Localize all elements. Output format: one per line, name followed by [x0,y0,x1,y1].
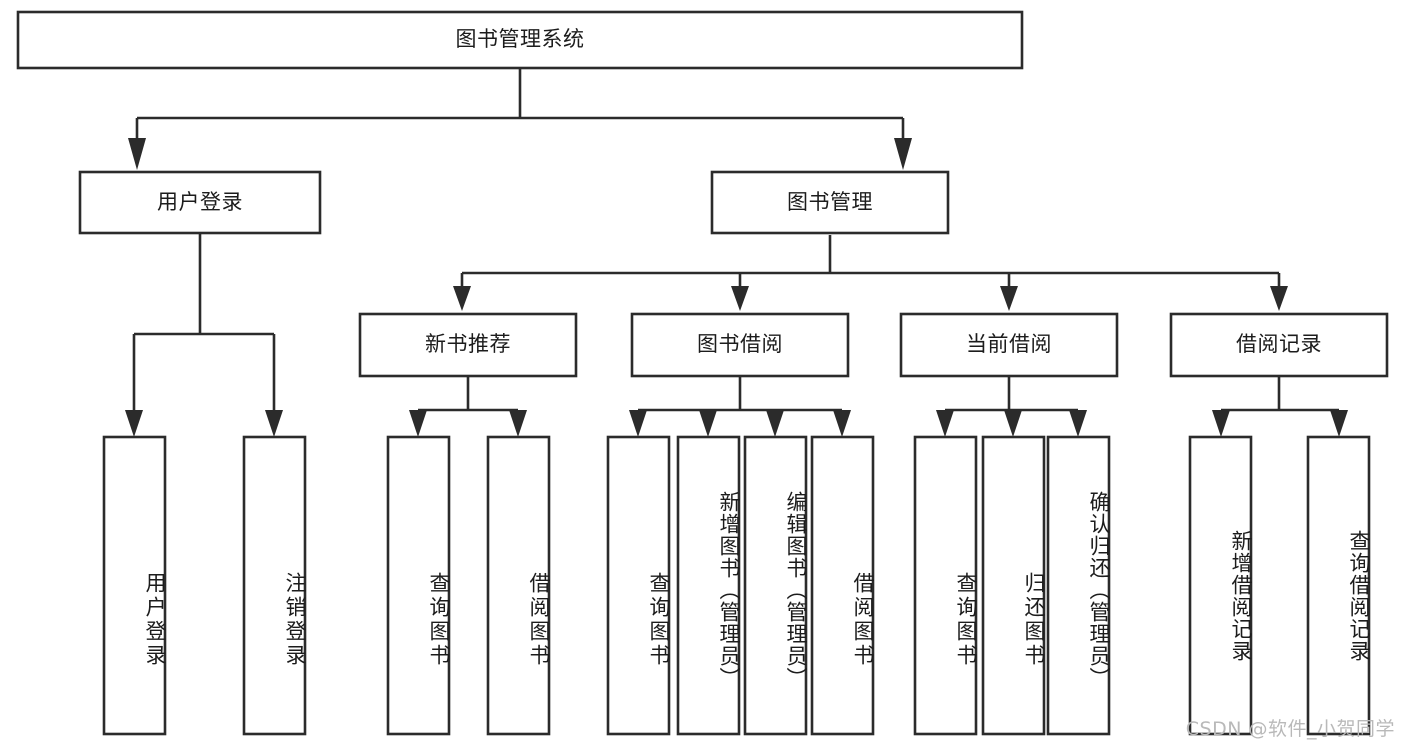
arrow-head-user-login [128,138,146,170]
node-box-book-manage[interactable] [710,170,950,235]
edge-group-book-manage [453,235,1288,311]
node-box-leaf-borrow-book-1[interactable] [486,435,551,736]
node-box-leaf-add-book[interactable] [676,435,741,736]
node-box-leaf-add-record[interactable] [1188,435,1253,736]
arrow-head-new-book-rec [453,286,471,311]
watermark-text: CSDN @软件_小贺同学 [1185,718,1395,740]
node-box-leaf-user-login[interactable] [102,435,167,736]
node-box-leaf-edit-book[interactable] [743,435,808,736]
node-box-new-book-rec[interactable] [358,312,578,378]
arrow-head-book-borrow [731,286,749,311]
node-box-leaf-query-book-1[interactable] [386,435,451,736]
node-box-user-login[interactable] [78,170,322,235]
node-box-root[interactable] [16,10,1024,70]
node-box-borrow-record[interactable] [1169,312,1389,378]
arrow-head-leaf-return-book [1004,410,1022,437]
arrow-head-leaf-borrow-book-2 [833,410,851,437]
arrow-head-leaf-confirm-return [1069,410,1087,437]
arrow-head-leaf-edit-book [766,410,784,437]
node-box-leaf-query-book-2[interactable] [606,435,671,736]
edge-group-user-login [125,233,283,437]
node-box-current-borrow[interactable] [899,312,1119,378]
edge-group-root [128,68,912,170]
arrow-head-leaf-query-record [1330,410,1348,437]
arrow-head-leaf-query-book-2 [629,410,647,437]
node-box-leaf-return-book[interactable] [981,435,1046,736]
arrow-head-leaf-add-record [1212,410,1230,437]
arrow-head-book-manage [894,138,912,170]
node-box-leaf-confirm-return[interactable] [1046,435,1111,736]
arrow-head-leaf-borrow-book-1 [509,410,527,437]
arrow-head-current-borrow [1000,286,1018,311]
node-box-leaf-borrow-book-2[interactable] [810,435,875,736]
edge-group-new-book-rec [409,376,527,437]
arrow-head-leaf-logout [265,410,283,437]
arrow-head-leaf-user-login [125,410,143,437]
arrow-head-leaf-add-book [699,410,717,437]
node-box-leaf-query-record[interactable] [1306,435,1371,736]
edge-group-book-borrow [629,376,851,437]
edge-group-current-borrow [936,376,1087,437]
node-box-leaf-query-book-3[interactable] [913,435,978,736]
arrow-head-borrow-record [1270,286,1288,311]
node-box-leaf-logout[interactable] [242,435,307,736]
arrow-head-leaf-query-book-3 [936,410,954,437]
node-box-book-borrow[interactable] [630,312,850,378]
arrow-head-leaf-query-book-1 [409,410,427,437]
edge-group-borrow-record [1212,376,1348,437]
